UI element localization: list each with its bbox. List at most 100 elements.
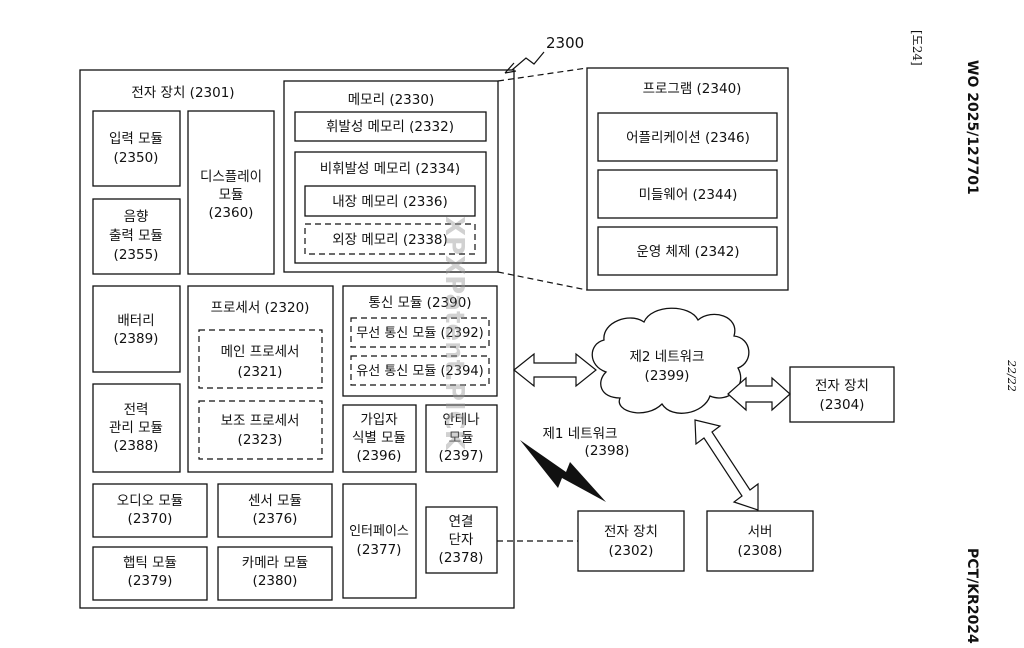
internal-memory [304,185,476,217]
sim-label-2: 식별 모듈 [352,430,406,446]
ref-2300-leader [511,51,545,71]
second-network-cloud [591,307,750,414]
haptic-module-label: 햅틱 모듈 [123,555,177,571]
memory-title: 메모리 (2330) [348,92,434,108]
communication-module-title: 통신 모듈 (2390) [368,295,471,311]
main-processor-ref: (2321) [238,364,283,380]
aux-processor [198,400,323,460]
nonvolatile-memory-title: 비휘발성 메모리 (2334) [320,161,460,177]
connection-terminal-ref: (2378) [439,550,484,566]
program-2340 [586,67,789,291]
electronic-device-2304-ref: (2304) [820,397,865,413]
communication-module-2390 [342,285,498,397]
external-memory-label: 외장 메모리 (2338) [332,232,448,248]
second-network-ref: (2399) [645,368,690,384]
server-ref: (2308) [738,543,783,559]
antenna-module [425,404,498,473]
aux-processor-ref: (2323) [238,432,283,448]
program-expansion-line-top [497,67,588,82]
display-module-ref: (2360) [209,205,254,221]
electronic-device-2301 [79,69,515,609]
input-module-label: 입력 모듈 [109,131,163,147]
camera-module-ref: (2380) [253,573,298,589]
double-arrow-device-network2 [513,352,597,388]
middleware-label: 미들웨어 (2344) [639,187,738,203]
power-management-label-2: 관리 모듈 [109,420,163,436]
publication-number: WO 2025/127701 [964,60,980,195]
first-network-lightning-icon [520,440,606,502]
aux-processor-label: 보조 프로세서 [221,413,300,429]
connection-terminal [425,506,498,574]
application-number: PCT/KR2024 [964,548,980,644]
audio-module-ref: (2370) [128,511,173,527]
interface-label: 인터페이스 [349,524,409,539]
program-title: 프로그램 (2340) [643,81,742,97]
application-label: 어플리케이션 (2346) [626,130,750,146]
nonvolatile-memory [294,151,487,264]
antenna-ref: (2397) [439,448,484,464]
main-processor-label: 메인 프로세서 [221,344,300,360]
audio-module-label: 오디오 모듈 [117,493,183,509]
volatile-memory [294,111,487,142]
sim-label-1: 가입자 [360,412,398,428]
connection-terminal-label-2: 단자 [449,532,474,548]
input-module-ref: (2350) [114,150,159,166]
double-arrow-network2-server [694,419,759,511]
haptic-module [92,546,208,601]
interface-ref: (2377) [357,542,402,558]
haptic-module-ref: (2379) [128,573,173,589]
subscriber-identification-module [342,404,417,473]
server-2308 [706,510,814,572]
sound-output-module [92,198,181,275]
ref-2300: 2300 [546,34,584,52]
antenna-label-1: 안테나 [442,412,479,428]
watermark: XPXPatent.PICK [439,216,469,451]
server-label: 서버 [748,524,773,540]
electronic-device-2302-label: 전자 장치 [604,524,658,540]
power-management-label-1: 전력 [124,402,149,418]
sound-output-label-1: 음향 [124,209,149,225]
power-management-ref: (2388) [114,438,159,454]
electronic-device-2302-ref: (2302) [609,543,654,559]
operating-system-label: 운영 체제 (2342) [636,244,739,260]
main-processor [198,329,323,389]
sensor-module [217,483,333,538]
middleware-2344 [597,169,778,219]
wireless-communication-label: 무선 통신 모듈 (2392) [356,326,483,341]
electronic-device-2301-title: 전자 장치 (2301) [131,85,234,101]
power-management-module [92,383,181,473]
internal-memory-label: 내장 메모리 (2336) [332,194,448,210]
application-2346 [597,112,778,162]
electronic-device-2304-label: 전자 장치 [815,378,869,394]
program-expansion-line-bottom [497,271,588,291]
sim-ref: (2396) [357,448,402,464]
electronic-device-2302 [577,510,685,572]
antenna-label-2: 모듈 [449,430,474,446]
sensor-module-label: 센서 모듈 [248,493,302,509]
wireless-communication-module [350,317,490,348]
memory-2330 [283,80,499,273]
sensor-module-ref: (2376) [253,511,298,527]
sound-output-label-2: 출력 모듈 [109,228,163,244]
battery-ref: (2389) [114,331,159,347]
display-module-label-1: 디스플레이 [200,169,262,185]
wired-communication-label: 유선 통신 모듈 (2394) [356,364,483,379]
camera-module-label: 카메라 모듈 [242,555,308,571]
electronic-device-2304 [789,366,895,423]
wired-communication-module [350,355,490,386]
input-module [92,110,181,187]
processor-2320 [187,285,334,473]
operating-system-2342 [597,226,778,276]
interface-2377 [342,483,417,599]
first-network-ref: (2398) [585,443,630,459]
processor-title: 프로세서 (2320) [211,300,310,316]
sound-output-ref: (2355) [114,247,159,263]
first-network-label: 제1 네트워크 [543,426,618,442]
display-module-label-2: 모듈 [219,187,244,203]
battery [92,285,181,373]
battery-label: 배터리 [117,313,154,329]
page-number: 22/22 [1005,359,1018,392]
double-arrow-network2-device2304 [727,376,791,412]
volatile-memory-label: 휘발성 메모리 (2332) [326,119,454,135]
